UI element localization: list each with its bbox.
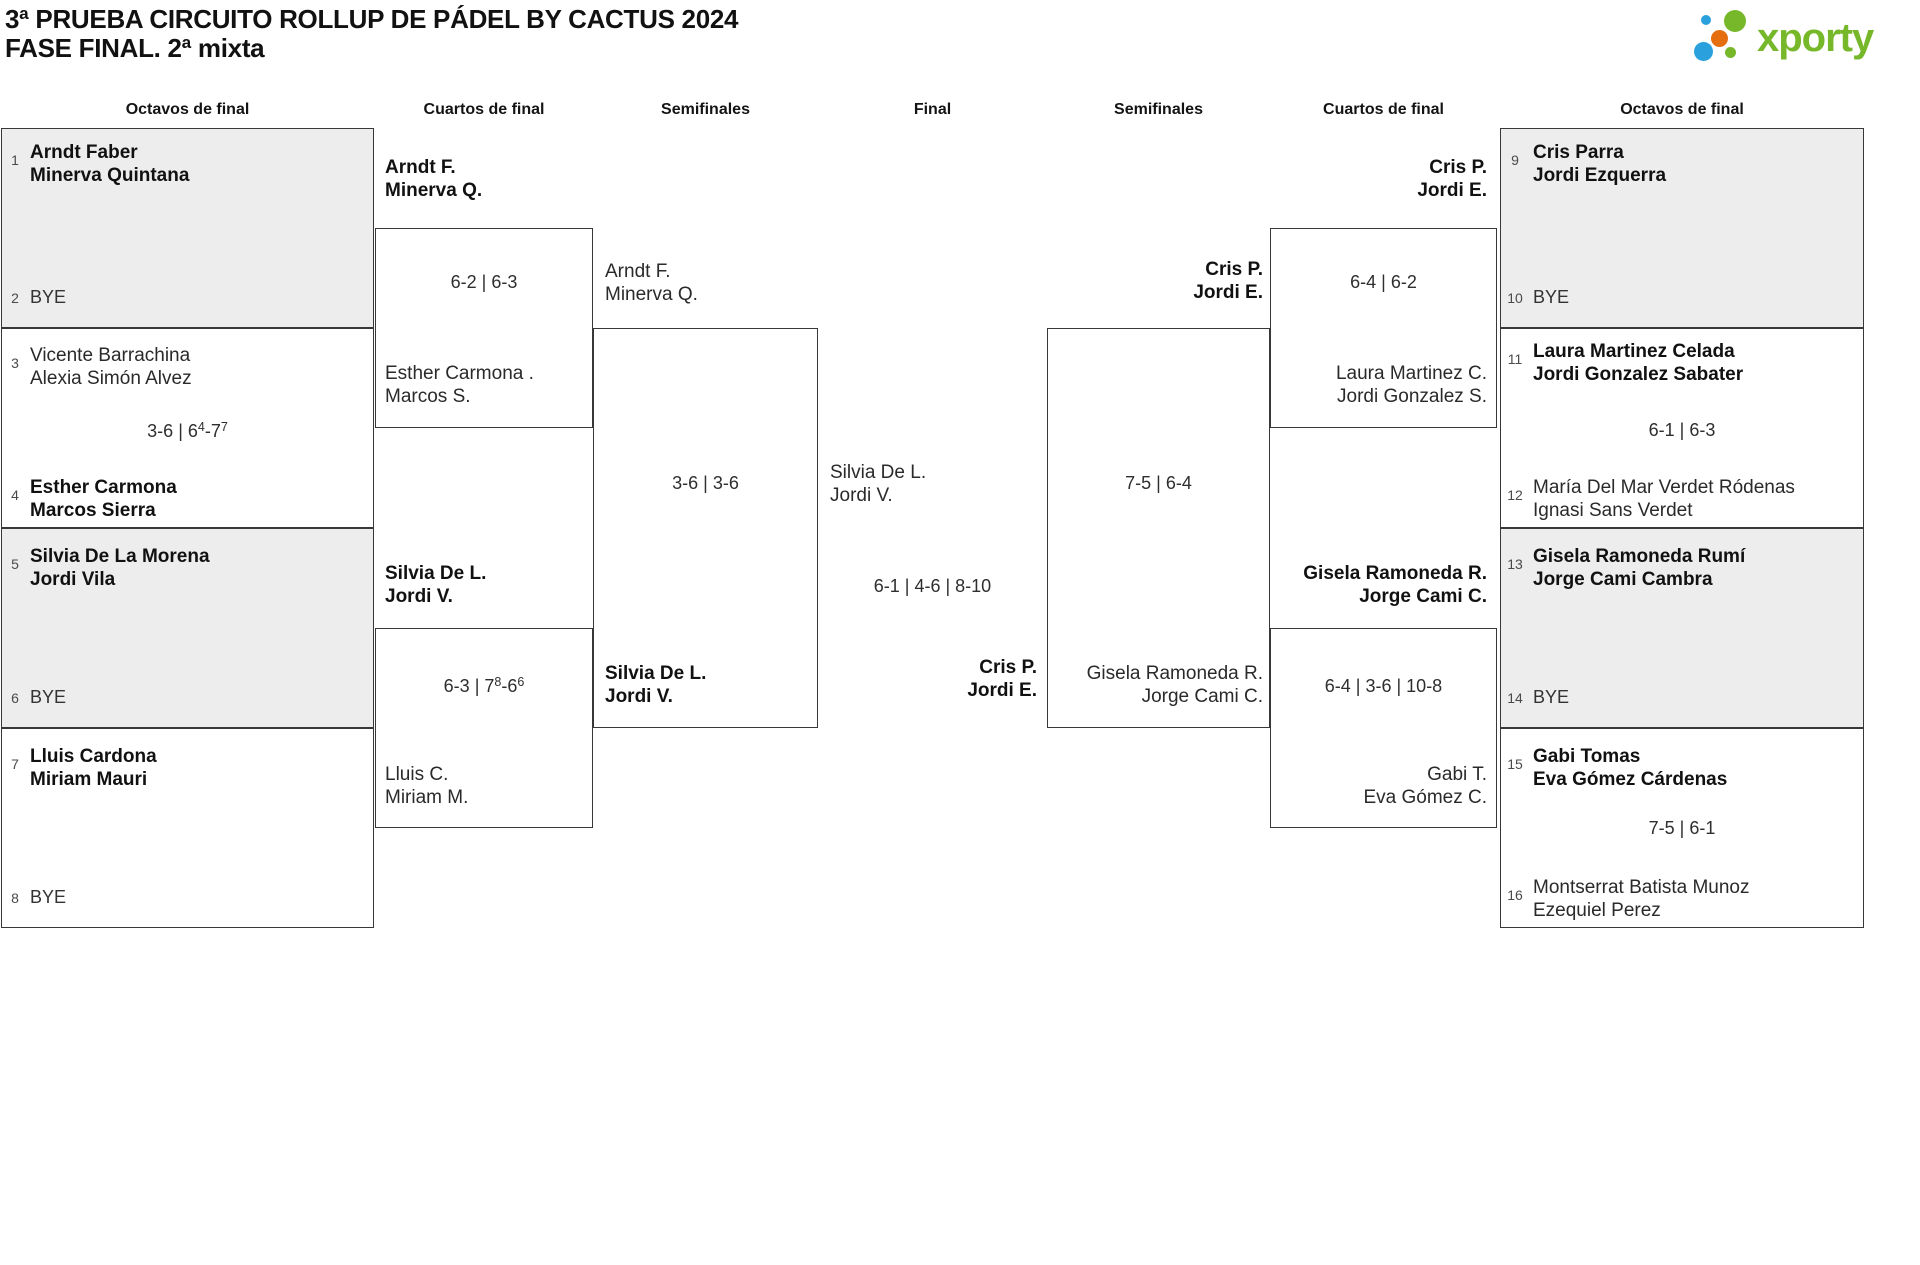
logo-dot-blue-small-icon (1701, 15, 1711, 25)
match-box-semifinal-right (1047, 328, 1270, 728)
team-finalist-cris: Cris P.Jordi E. (967, 657, 1037, 701)
team-quarter-entry-gisela: Gisela Ramoneda R.Jorge Cami C. (1303, 563, 1487, 607)
match-box-octavos-right-3 (1500, 528, 1864, 728)
match-box-octavos-right-1 (1500, 128, 1864, 328)
round-header-semis-left: Semifinales (661, 101, 750, 118)
bye-2: BYE (30, 287, 67, 307)
seed-9: 9 (1511, 152, 1519, 168)
bye-10: BYE (1533, 287, 1570, 307)
logo-dot-green-big-icon (1724, 10, 1746, 32)
round-header-octavos-right: Octavos de final (1620, 101, 1744, 118)
team-quarter-loser-esther: Esther Carmona .Marcos S. (385, 363, 534, 407)
team-quarter-loser-gabi: Gabi T.Eva Gómez C. (1363, 764, 1487, 808)
score-cuartos-left-top: 6-2 | 6-3 (450, 272, 518, 292)
seed-7: 7 (11, 756, 19, 772)
tournament-subtitle: FASE FINAL. 2ª mixta (5, 33, 265, 63)
logo-dot-green-small-icon (1725, 47, 1736, 58)
seed-12: 12 (1507, 487, 1523, 503)
team-quarter-entry-arndt: Arndt F.Minerva Q. (385, 157, 483, 201)
seed-8: 8 (11, 890, 19, 906)
score-cuartos-right-top: 6-4 | 6-2 (1350, 272, 1417, 292)
team-finalist-silvia: Silvia De L.Jordi V. (830, 462, 927, 506)
match-box-octavos-left-2 (1, 328, 374, 528)
score-semifinal-left: 3-6 | 3-6 (672, 473, 739, 493)
team-semi-entry-arndt: Arndt F.Minerva Q. (605, 261, 698, 305)
tournament-title: 3ª PRUEBA CIRCUITO ROLLUP DE PÁDEL BY CA… (5, 4, 739, 34)
seed-13: 13 (1507, 556, 1523, 572)
team-quarter-entry-silvia: Silvia De L.Jordi V. (385, 563, 487, 607)
round-header-cuartos-left: Cuartos de final (423, 101, 545, 118)
bye-8: BYE (30, 887, 67, 907)
xporty-wordmark: xporty (1757, 16, 1874, 60)
round-header-semis-right: Semifinales (1114, 101, 1203, 118)
match-box-cuartos-right-top (1270, 228, 1497, 428)
seed-6: 6 (11, 690, 19, 706)
seed-1: 1 (11, 152, 19, 168)
score-final: 6-1 | 4-6 | 8-10 (873, 576, 992, 596)
team-semi-entry-gisela: Gisela Ramoneda R.Jorge Cami C. (1086, 663, 1263, 707)
team-quarter-loser-laura: Laura Martinez C.Jordi Gonzalez S. (1335, 363, 1487, 407)
match-box-semifinal-left (593, 328, 818, 728)
match-box-octavos-right-4 (1500, 728, 1864, 928)
match-box-cuartos-left-bottom (375, 628, 593, 828)
bye-6: BYE (30, 687, 67, 707)
score-cuartos-right-bottom: 6-4 | 3-6 | 10-8 (1324, 676, 1443, 696)
seed-16: 16 (1507, 887, 1523, 903)
match-box-cuartos-right-bottom (1270, 628, 1497, 828)
team-quarter-entry-cris: Cris P.Jordi E. (1417, 157, 1487, 201)
logo-dot-blue-big-icon (1694, 42, 1713, 61)
score-semifinal-right: 7-5 | 6-4 (1125, 473, 1192, 493)
bye-14: BYE (1533, 687, 1570, 707)
team-quarter-loser-lluis: Lluis C.Miriam M. (385, 764, 469, 808)
score-cuartos-left-bottom: 6-3 | 78-66 (443, 675, 525, 696)
match-box-octavos-left-4 (1, 728, 374, 928)
team-semi-entry-cris: Cris P.Jordi E. (1193, 259, 1263, 303)
seed-2: 2 (11, 290, 19, 306)
seed-4: 4 (11, 487, 19, 503)
match-box-octavos-left-1 (1, 128, 374, 328)
seed-3: 3 (11, 355, 19, 371)
seed-11: 11 (1507, 351, 1523, 367)
score-octavos-right-2: 6-1 | 6-3 (1648, 420, 1716, 440)
seed-15: 15 (1507, 756, 1523, 772)
score-octavos-left-2: 3-6 | 64-77 (147, 420, 228, 441)
round-header-final: Final (913, 101, 952, 118)
team-semi-entry-silvia: Silvia De L.Jordi V. (605, 663, 707, 707)
seed-14: 14 (1507, 690, 1523, 706)
match-box-octavos-left-3 (1, 528, 374, 728)
logo-dot-orange-icon (1711, 30, 1728, 47)
round-header-octavos-left: Octavos de final (125, 101, 250, 118)
seed-10: 10 (1507, 290, 1523, 306)
score-octavos-right-4: 7-5 | 6-1 (1648, 818, 1716, 838)
round-header-cuartos-right: Cuartos de final (1323, 101, 1444, 118)
match-box-octavos-right-2 (1500, 328, 1864, 528)
seed-5: 5 (11, 556, 19, 572)
match-box-cuartos-left-top (375, 228, 593, 428)
